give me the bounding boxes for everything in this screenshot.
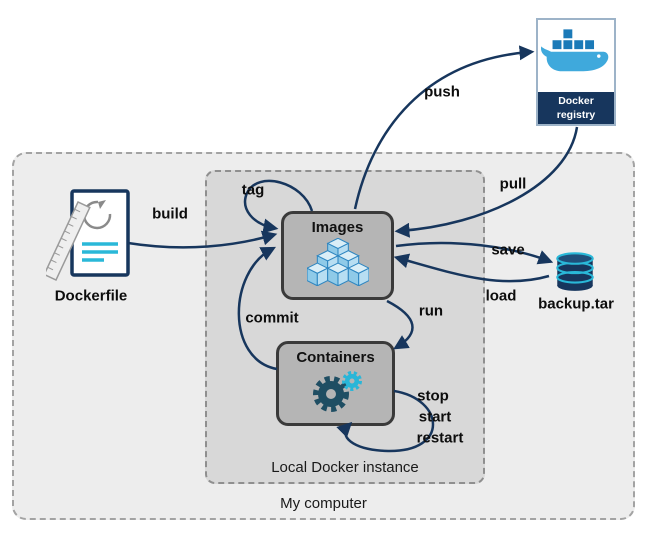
my-computer-label: My computer xyxy=(280,495,367,512)
dockerfile-icon xyxy=(43,189,130,281)
registry-banner: Docker registry xyxy=(538,92,614,124)
docker-whale-icon xyxy=(540,28,609,72)
save-label: save xyxy=(491,241,525,259)
images-cubes-icon xyxy=(306,238,369,286)
run-label: run xyxy=(418,302,444,320)
backup-label: backup.tar xyxy=(538,295,614,313)
load-label: load xyxy=(485,287,517,305)
push-label: push xyxy=(424,83,460,101)
dockerfile-node xyxy=(43,186,138,288)
pull-label: pull xyxy=(499,175,527,193)
registry-label-line1: Docker xyxy=(558,95,594,107)
database-stack-icon xyxy=(556,252,594,291)
containers-gears-icon xyxy=(312,371,362,412)
ruler-icon xyxy=(43,201,91,281)
commit-label: commit xyxy=(245,309,299,327)
containers-label: Containers xyxy=(296,349,375,366)
images-node: Images xyxy=(281,211,394,300)
dockerfile-label: Dockerfile xyxy=(54,287,128,305)
tag-label: tag xyxy=(241,181,265,199)
registry-label-line2: registry xyxy=(556,109,596,122)
containers-node: Containers xyxy=(276,341,395,426)
restart-label: restart xyxy=(416,429,464,447)
docker-registry-node: Docker registry xyxy=(536,18,616,126)
build-label: build xyxy=(152,205,188,223)
local-docker-instance-label: Local Docker instance xyxy=(271,459,419,476)
stop-label: stop xyxy=(417,387,449,405)
start-label: start xyxy=(418,408,452,426)
images-label: Images xyxy=(311,219,364,236)
backup-node xyxy=(551,245,599,295)
